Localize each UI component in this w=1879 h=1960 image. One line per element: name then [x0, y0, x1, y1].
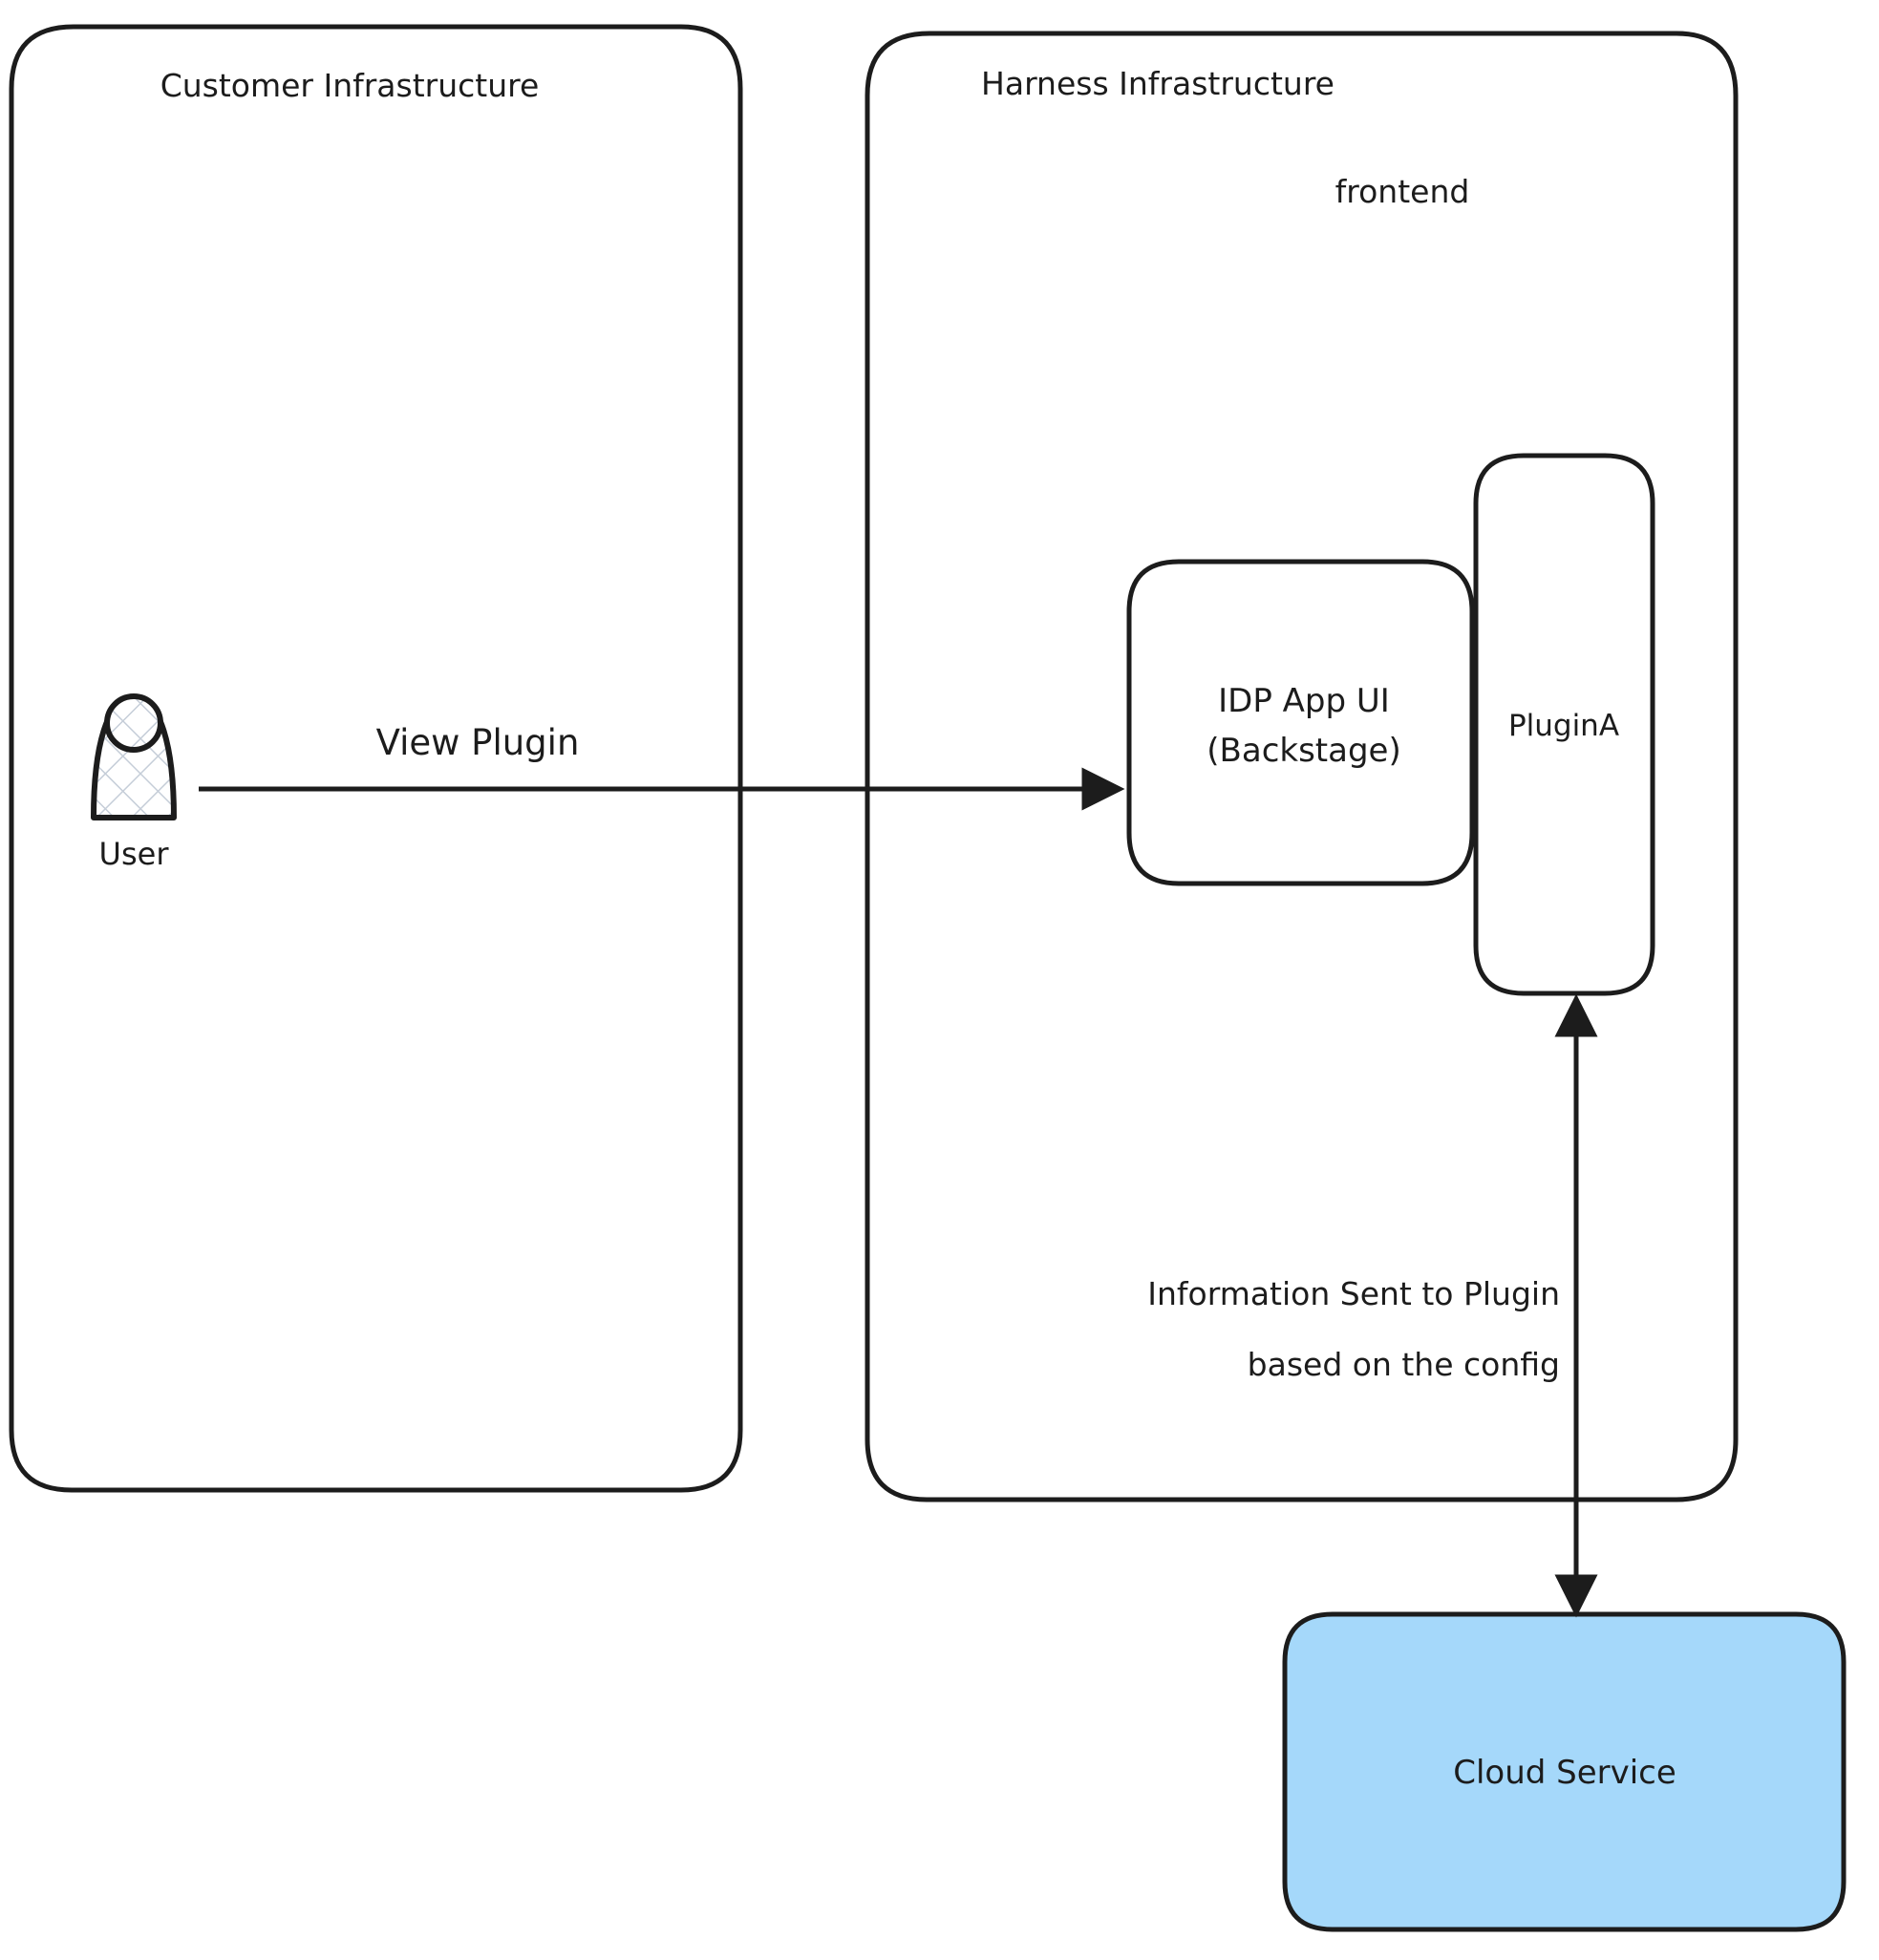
container-customer-infrastructure-outline: [9, 24, 743, 1493]
group-label-frontend: frontend: [1335, 173, 1470, 210]
actor-user[interactable]: User: [91, 693, 177, 872]
container-harness-infrastructure-title: Harness Infrastructure: [981, 65, 1335, 102]
node-cloud-service-outline: [1282, 1611, 1847, 1932]
node-idp-app-ui-outline: [1126, 559, 1475, 886]
node-plugin-a[interactable]: PluginA: [1473, 453, 1655, 996]
node-cloud-service[interactable]: Cloud Service: [1282, 1611, 1847, 1932]
edge-plugin-cloud-label-line2: based on the config: [1248, 1346, 1560, 1383]
actor-user-label: User: [99, 836, 170, 872]
node-idp-app-ui-label-line1: IDP App UI: [1218, 682, 1390, 720]
node-plugin-a-label: PluginA: [1508, 709, 1619, 743]
edge-plugin-cloud[interactable]: Information Sent to Plugin based on the …: [1147, 993, 1598, 1618]
node-plugin-a-outline: [1473, 453, 1655, 996]
container-customer-infrastructure-title: Customer Infrastructure: [160, 67, 540, 104]
edge-view-plugin[interactable]: View Plugin: [199, 722, 1125, 811]
user-head-icon: [104, 693, 163, 753]
node-idp-app-ui[interactable]: IDP App UI (Backstage): [1126, 559, 1475, 886]
node-cloud-service-label: Cloud Service: [1453, 1754, 1676, 1792]
edge-view-plugin-label: View Plugin: [376, 722, 580, 763]
node-idp-app-ui-label-line2: (Backstage): [1206, 732, 1400, 770]
edge-plugin-cloud-label-line1: Information Sent to Plugin: [1147, 1275, 1560, 1312]
container-customer-infrastructure[interactable]: Customer Infrastructure: [9, 24, 743, 1493]
